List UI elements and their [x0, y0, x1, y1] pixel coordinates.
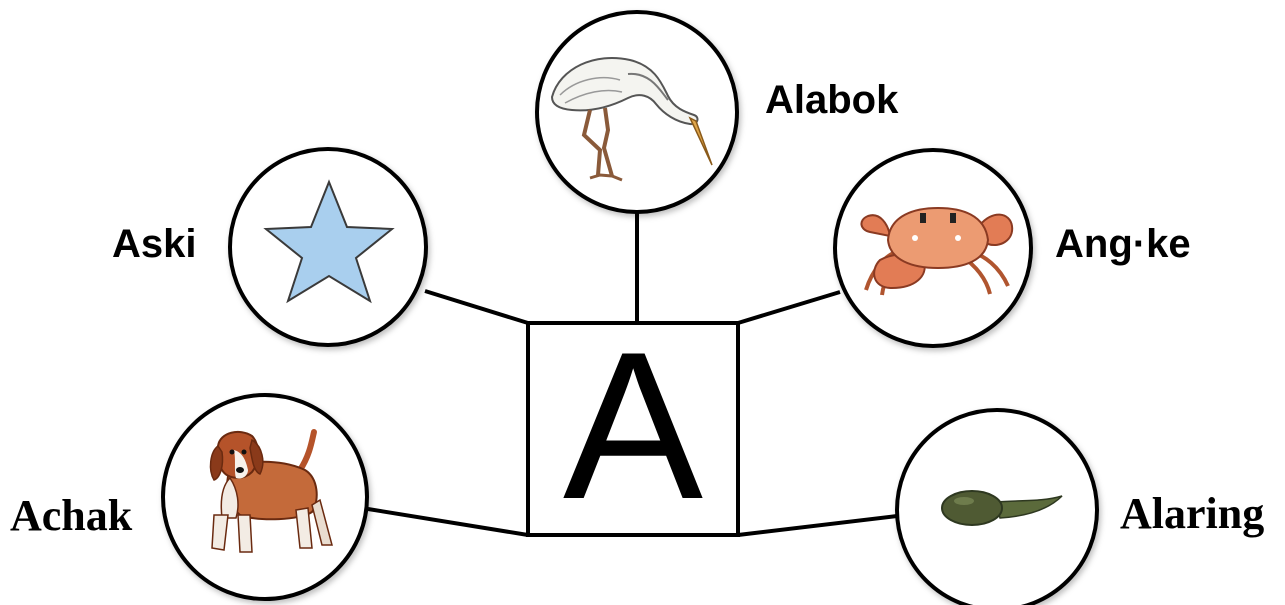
star-icon [263, 179, 395, 304]
center-box: A [526, 308, 740, 543]
label-aski: Aski [112, 222, 197, 266]
label-angke: Ang·ke [1055, 222, 1191, 266]
center-letter: A [563, 308, 703, 543]
node-aski: Aski [112, 147, 428, 347]
label-achak: Achak [10, 491, 133, 540]
label-alabok: Alabok [765, 78, 899, 122]
connector-lines [367, 213, 898, 537]
node-achak: Achak [10, 393, 369, 601]
crab-icon [860, 206, 1014, 296]
connector-aski [424, 289, 529, 325]
connector-achak [367, 507, 529, 537]
connector-angke [737, 290, 841, 325]
node-alaring: Alaring [895, 408, 1264, 605]
node-angke: Ang·ke [833, 148, 1191, 348]
tadpole-icon [941, 490, 1063, 526]
label-alaring: Alaring [1120, 489, 1264, 538]
dog-icon [209, 429, 333, 553]
heron-icon [550, 56, 713, 182]
node-alabok: Alabok [535, 10, 899, 214]
connector-alaring [737, 514, 898, 537]
